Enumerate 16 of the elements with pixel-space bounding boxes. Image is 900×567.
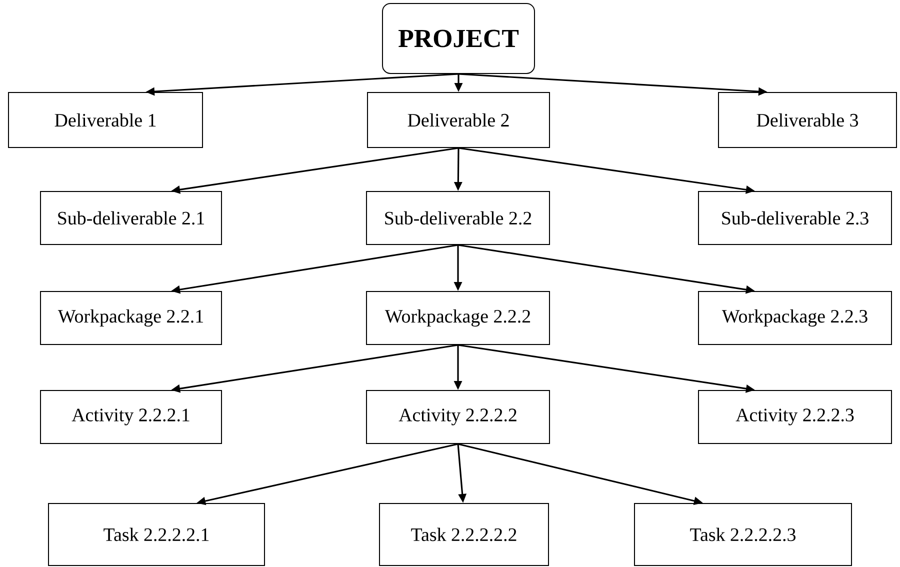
process-box: Deliverable 2 — [367, 92, 550, 148]
process-box: Activity 2.2.2.3 — [698, 390, 892, 444]
process-box: Workpackage 2.2.2 — [366, 290, 550, 345]
process-box: Workpackage 2.2.3 — [698, 290, 892, 345]
process-box: Task 2.2.2.2.2 — [379, 502, 549, 566]
root-box: PROJECT — [382, 3, 535, 74]
process-box: Activity 2.2.2.2 — [366, 390, 550, 444]
process-box: Workpackage 2.2.1 — [40, 290, 222, 345]
process-box: Sub-deliverable 2.2 — [366, 190, 550, 245]
process-box: Sub-deliverable 2.3 — [698, 190, 892, 245]
process-box: Activity 2.2.2.1 — [40, 390, 222, 444]
process-box: Deliverable 1 — [8, 92, 203, 148]
process-box: Sub-deliverable 2.1 — [40, 190, 222, 245]
process-box: Deliverable 3 — [718, 92, 897, 148]
process-box: Task 2.2.2.2.1 — [48, 502, 265, 566]
process-box: Task 2.2.2.2.3 — [634, 502, 852, 566]
